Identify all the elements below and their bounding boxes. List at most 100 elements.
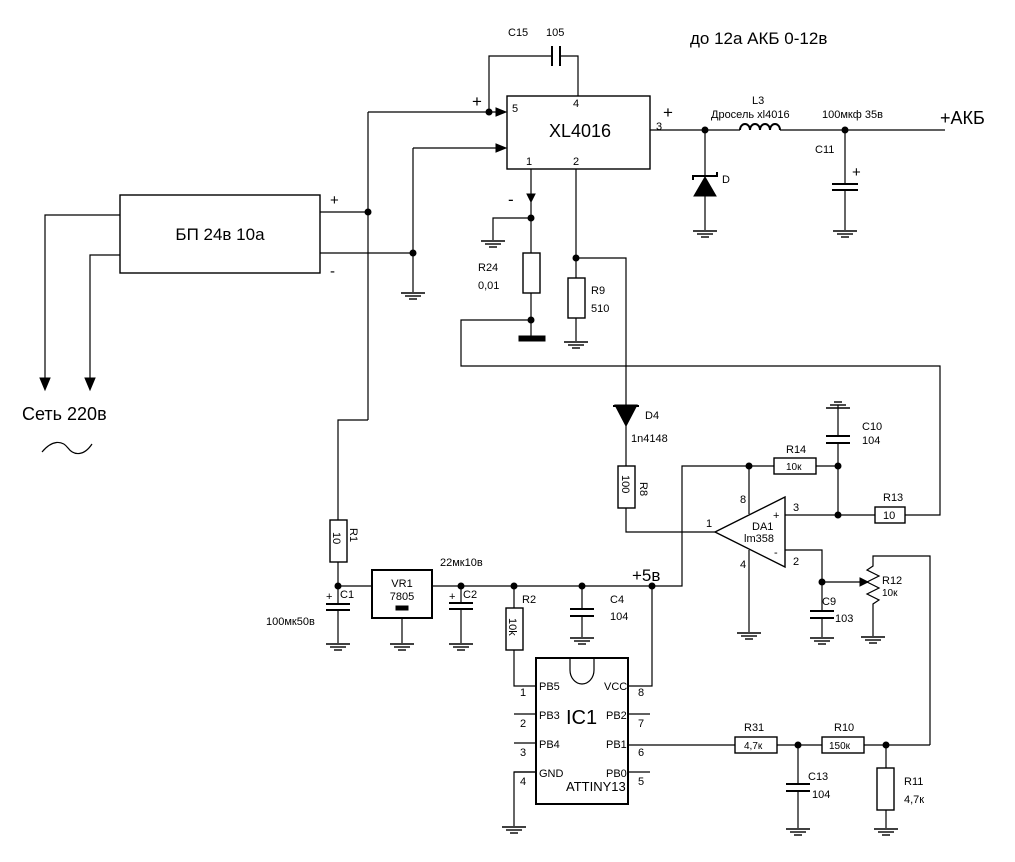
r24-resistor — [522, 252, 541, 294]
mcu-value: ATTINY13 — [566, 779, 626, 794]
mcu-pin-vcc: VCC — [604, 681, 627, 693]
r8-ref: R8 — [637, 482, 649, 496]
r10-value: 150к — [829, 741, 851, 752]
c15-ref: C15 — [508, 27, 528, 39]
c9-ref: C9 — [822, 596, 836, 608]
xl4016-pin4: 4 — [573, 98, 579, 110]
c10-value: 104 — [862, 435, 880, 447]
r1-value: 10 — [330, 532, 342, 544]
xl4016-label: XL4016 — [549, 121, 611, 141]
mcu-pin-pb5: PB5 — [539, 681, 560, 693]
power-supply-block: БП 24в 10а + - Сеть 220в — [22, 192, 339, 455]
mains-lead-1 — [44, 214, 120, 380]
d4-ref: D4 — [645, 410, 659, 422]
r12-potentiometer — [859, 555, 931, 745]
r9-value: 510 — [591, 303, 609, 315]
rail-5v-label: +5в — [632, 566, 660, 585]
vr1-value: 7805 — [390, 591, 414, 603]
akb-output-label: +АКБ — [940, 108, 985, 128]
power-supply-minus: - — [330, 263, 335, 280]
r12-ref: R12 — [882, 575, 902, 587]
r13-value: 10 — [883, 510, 895, 522]
xl4016-pin1: 1 — [526, 156, 532, 168]
opamp-pin4: 4 — [740, 559, 746, 571]
c9-value: 103 — [835, 613, 853, 625]
c13-capacitor — [786, 745, 810, 828]
power-supply-box — [119, 194, 321, 274]
r9-resistor — [567, 277, 586, 319]
opamp-ref: DA1 — [752, 521, 773, 533]
r14-value: 10к — [786, 462, 802, 473]
c4-value: 104 — [610, 611, 628, 623]
opamp-pin1: 1 — [706, 518, 712, 530]
mcu-pin5-num: 5 — [638, 776, 644, 788]
xl4016-minus: - — [508, 190, 514, 209]
mcu-ref: IC1 — [566, 707, 597, 729]
c4-capacitor — [570, 586, 594, 637]
opamp-pin3: 3 — [793, 502, 799, 514]
c11-capacitor — [832, 130, 858, 230]
xl4016-pin3: 3 — [656, 121, 662, 133]
c10-ref: C10 — [862, 421, 882, 433]
mcu-pin-pb4: PB4 — [539, 739, 560, 751]
r1-ref: R1 — [347, 528, 359, 542]
r10-ref: R10 — [834, 722, 854, 734]
c4-ref: C4 — [610, 594, 624, 606]
r24-value: 0,01 — [478, 280, 499, 292]
header-note: до 12а АКБ 0-12в — [690, 29, 827, 48]
r2-ref: R2 — [522, 594, 536, 606]
lm358-opamp: DA1 lm358 1 3 2 8 4 + - — [706, 494, 799, 571]
vr1-ref: VR1 — [391, 578, 412, 590]
shunt-ground-bar — [518, 335, 546, 342]
mcu-pin8-num: 8 — [638, 687, 644, 699]
r2-value: 10k — [506, 618, 518, 636]
c1-value: 100мк50в — [266, 616, 315, 628]
l3-value: Дросель xl4016 — [711, 109, 790, 121]
c9-capacitor — [810, 582, 834, 637]
mains-arrow-2 — [84, 377, 96, 392]
r9-ref: R9 — [591, 285, 605, 297]
opamp-triangle — [713, 495, 786, 569]
c11-value: 100мкф 35в — [822, 109, 883, 121]
l3-ref: L3 — [752, 95, 764, 107]
mcu-pin-pb1: PB1 — [606, 739, 627, 751]
xl4016-input-plus: + — [472, 92, 482, 111]
power-supply-label: БП 24в 10а — [175, 225, 265, 244]
d4-value: 1n4148 — [631, 433, 668, 445]
mains-label: Сеть 220в — [22, 404, 107, 424]
diode-d-ref: D — [722, 174, 730, 186]
schottky-diode-d — [692, 130, 718, 230]
mcu-pin-pb3: PB3 — [539, 710, 560, 722]
mcu-pin3-num: 3 — [520, 747, 526, 759]
mcu-pin-pb0: PB0 — [606, 768, 627, 780]
opamp-minus: - — [774, 547, 778, 559]
mcu-pin1-num: 1 — [520, 687, 526, 699]
mcu-pin2-num: 2 — [520, 718, 526, 730]
c2-value: 22мк10в — [440, 557, 483, 569]
opamp-pin2: 2 — [793, 556, 799, 568]
r8-value: 100 — [619, 475, 631, 493]
d4-diode — [613, 404, 639, 428]
c1-ref: C1 — [340, 589, 354, 601]
mcu-pin4-num: 4 — [520, 776, 526, 788]
xl4016-pin2: 2 — [573, 156, 579, 168]
c13-value: 104 — [812, 789, 830, 801]
c1-plus: + — [326, 591, 332, 603]
vr1-regulator: VR1 7805 — [371, 569, 433, 643]
opamp-value: lm358 — [744, 533, 774, 545]
opamp-plus: + — [773, 510, 779, 522]
r12-value: 10к — [882, 588, 898, 599]
c13-ref: C13 — [808, 771, 828, 783]
attiny13-mcu: IC1 ATTINY13 PB5 PB3 PB4 GND VCC PB2 PB1… — [514, 657, 650, 805]
r24-ref: R24 — [478, 262, 498, 274]
r13-ref: R13 — [883, 492, 903, 504]
r31-value: 4,7к — [744, 741, 763, 752]
c2-capacitor — [449, 586, 473, 643]
mains-lead-2 — [89, 254, 120, 380]
c11-plus: + — [852, 164, 861, 181]
r11-resistor — [876, 767, 895, 811]
c2-plus: + — [449, 591, 455, 603]
xl4016-converter: XL4016 5 4 3 1 2 + + - — [472, 92, 673, 209]
r14-ref: R14 — [786, 444, 806, 456]
